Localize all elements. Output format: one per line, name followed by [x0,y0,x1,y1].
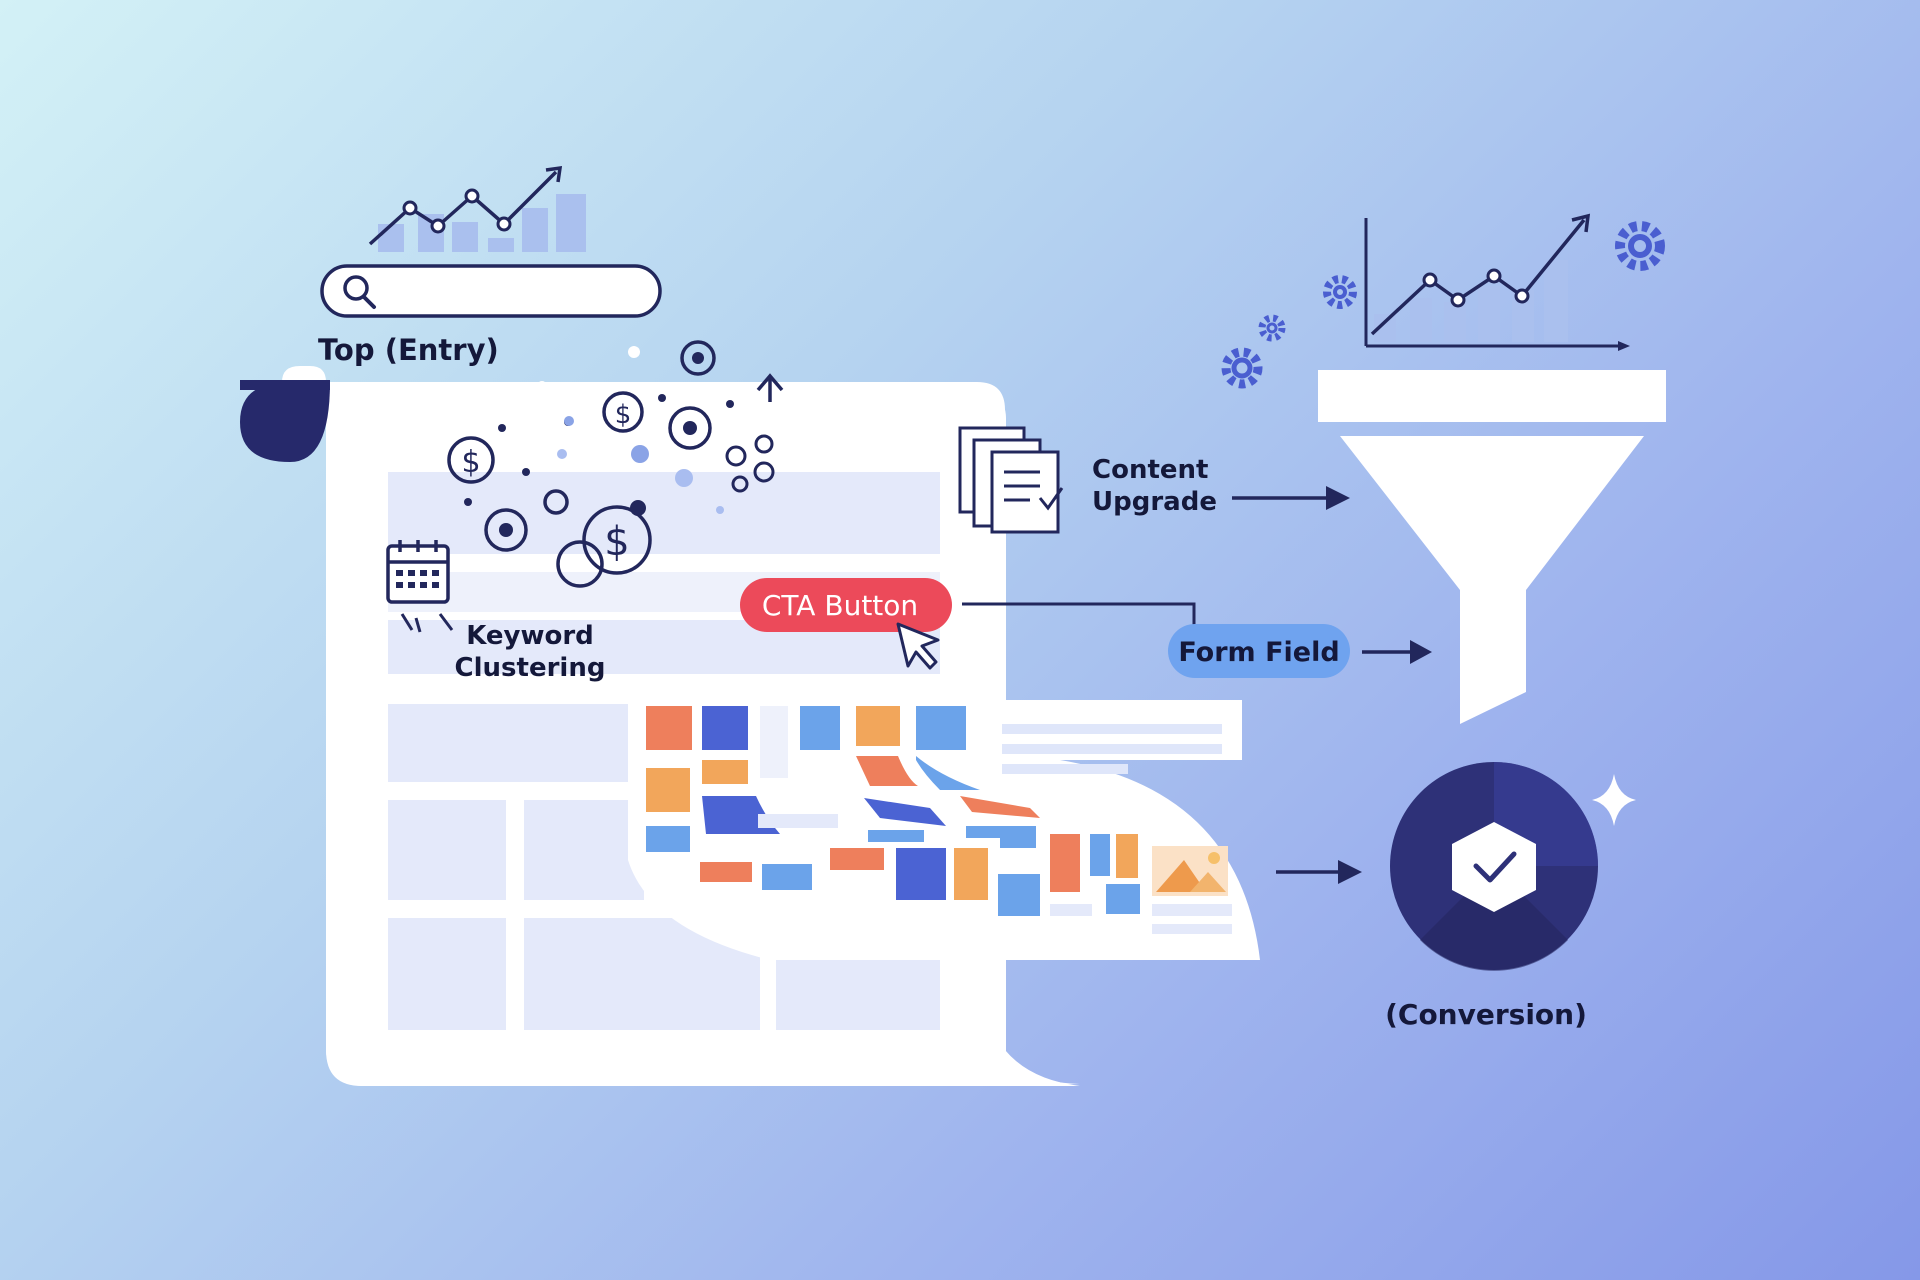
target-icon [484,340,775,552]
cta-button[interactable]: CTA Button [740,578,952,632]
conversion-label: (Conversion) [1385,998,1587,1031]
sparkle-icon [1592,774,1636,826]
particle-dots [464,346,734,514]
content-label-line1: Content [1092,455,1208,485]
top-entry-label: Top (Entry) [318,333,499,367]
document-stack-icon [958,426,1064,534]
arrow-content-to-funnel [1232,486,1350,510]
cta-button-label: CTA Button [762,589,918,622]
search-icon [343,275,376,309]
calendar-icon [386,540,454,633]
checkmark-badge-icon [1390,762,1598,971]
image-icon [1152,846,1228,896]
growth-chart-icon [1364,213,1630,351]
trend-chart-icon [368,165,586,252]
cursor-icon [896,622,940,670]
form-field-label: Form Field [1178,637,1339,668]
svg-text:$: $ [604,519,629,565]
up-arrow-icon [756,373,784,402]
search-bar[interactable] [320,264,662,318]
keyword-label-line2: Clustering [455,653,606,683]
form-field[interactable]: Form Field [1168,624,1350,678]
svg-text:$: $ [461,445,480,480]
funnel-icon [1318,370,1666,724]
dollar-coin-icon: $ $ $ [447,391,652,588]
arrow-ribbon-to-conversion [1276,860,1362,884]
gear-icon [1221,221,1665,389]
arrow-form-to-funnel [1362,640,1432,664]
content-ribbon [628,700,1260,960]
content-label-line2: Upgrade [1092,487,1217,517]
svg-text:$: $ [615,400,632,430]
keyword-label-line1: Keyword [466,621,594,651]
